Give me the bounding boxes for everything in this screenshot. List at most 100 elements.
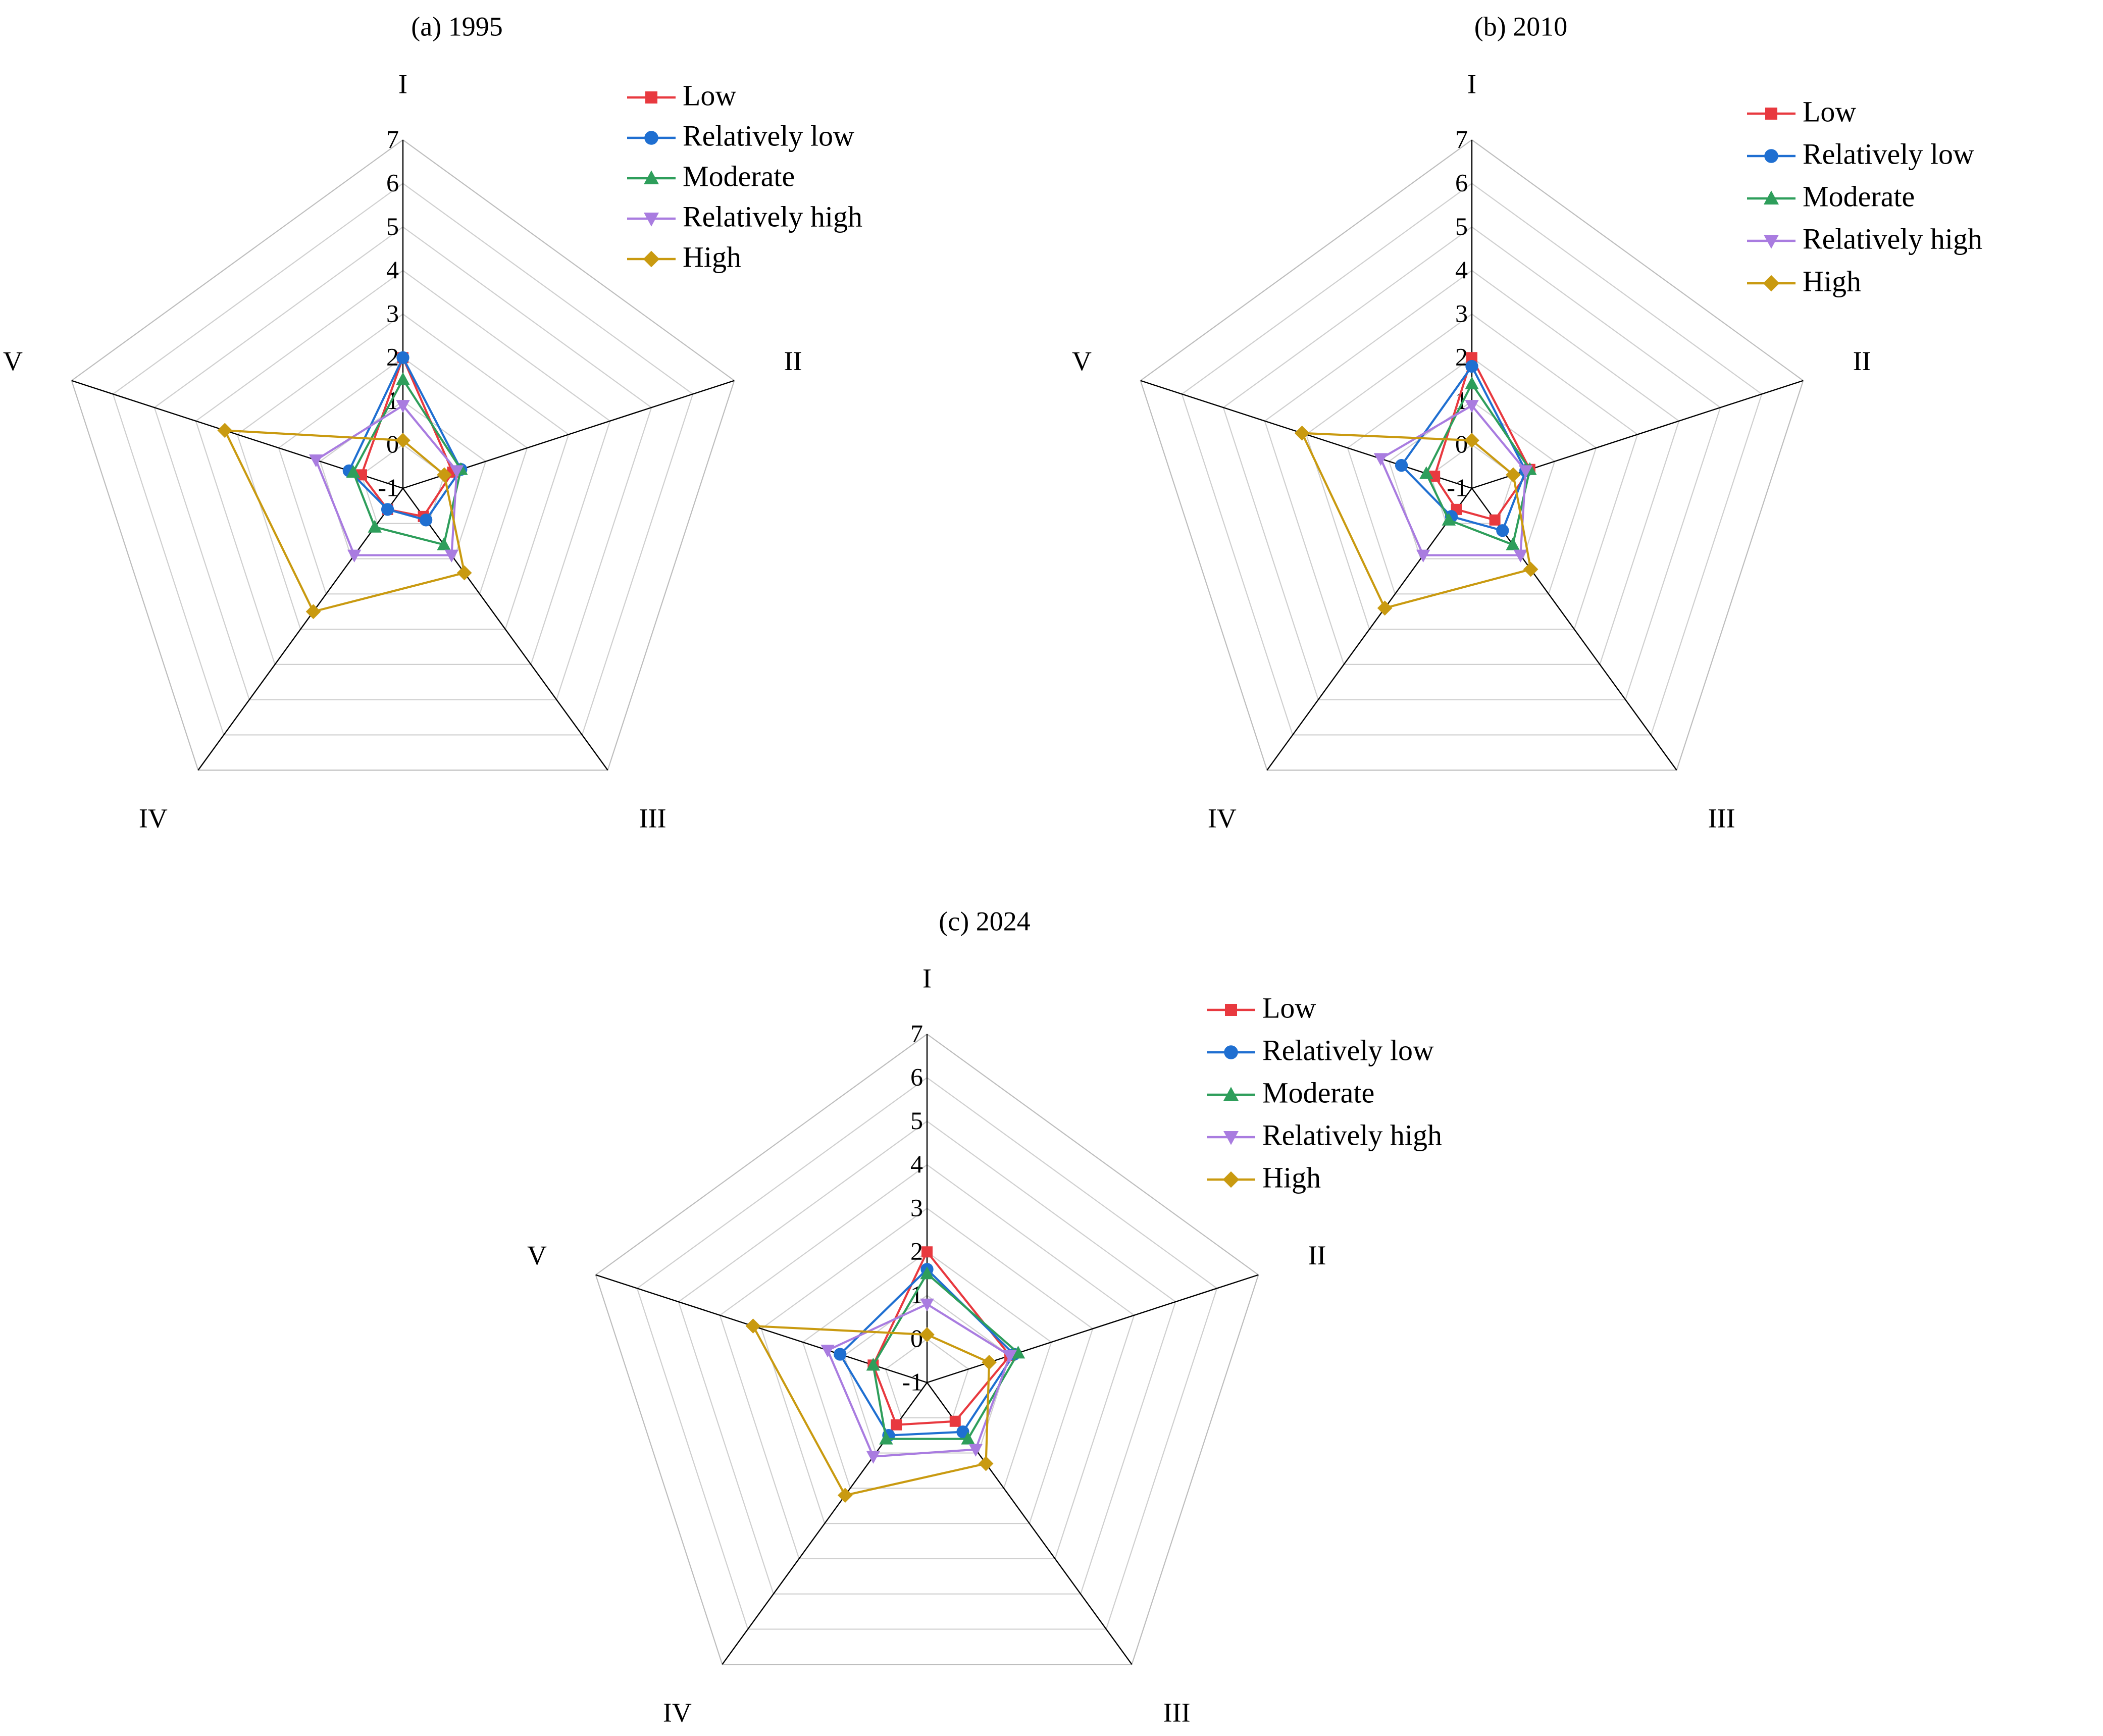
data-point (347, 549, 362, 563)
data-point (396, 400, 410, 413)
series-line (839, 1268, 1015, 1437)
data-point (891, 1419, 902, 1431)
data-point (1465, 376, 1479, 389)
legend-marker (1223, 1087, 1239, 1101)
data-point (956, 1425, 969, 1439)
series-line (872, 1251, 1011, 1426)
chart-title: (c) 2024 (939, 906, 1030, 936)
axis-spoke (402, 488, 608, 771)
tick-label: 6 (1455, 169, 1468, 197)
legend-label: Low (1262, 991, 1316, 1024)
data-point (1464, 433, 1479, 448)
chart-title: (b) 2010 (1474, 11, 1567, 41)
axis-label-III: III (1163, 1697, 1191, 1727)
tick-label: 6 (910, 1063, 923, 1091)
legend-label: Moderate (683, 160, 795, 192)
tick-label: 3 (1455, 299, 1468, 327)
data-point (1003, 1350, 1017, 1363)
legend-marker (1764, 235, 1779, 249)
series-line (1425, 382, 1531, 546)
tick-label: 3 (910, 1193, 923, 1221)
axis-label-II: II (784, 346, 802, 376)
data-point (368, 520, 382, 533)
tick-label: 4 (1455, 256, 1468, 284)
data-point (1518, 465, 1533, 478)
grid-ring (885, 1338, 969, 1418)
data-point (1496, 524, 1509, 537)
grid-ring (595, 1033, 1259, 1665)
legend-marker (643, 250, 660, 268)
data-point (1442, 513, 1456, 526)
legend-marker (644, 131, 658, 145)
legend-marker (1763, 275, 1780, 292)
data-point (456, 565, 472, 581)
data-point (820, 1345, 835, 1358)
legend-label: Relatively low (683, 119, 854, 152)
data-point (879, 1432, 893, 1445)
grid-ring (1181, 182, 1763, 736)
axis-label-IV: IV (139, 803, 168, 833)
data-point (1011, 1346, 1025, 1359)
tick-label: 4 (386, 256, 399, 284)
grid-ring (1140, 139, 1804, 771)
axis-label-V: V (1072, 346, 1092, 376)
data-point (968, 1444, 983, 1457)
data-point (866, 1451, 881, 1464)
data-point (1373, 453, 1388, 466)
axis-spoke (1266, 488, 1472, 771)
grid-ring (636, 1077, 1218, 1630)
legend-label: High (683, 240, 741, 273)
tick-label: 0 (386, 430, 399, 458)
legend-label: Relatively high (683, 200, 862, 233)
grid-ring (278, 356, 528, 595)
tick-label: 7 (1455, 125, 1468, 153)
legend-label: Low (1803, 95, 1856, 128)
axis-label-III: III (639, 803, 666, 833)
grid-ring (319, 400, 487, 559)
legend-marker (1765, 108, 1777, 120)
series-line (1379, 404, 1527, 556)
data-point (982, 1355, 997, 1370)
data-point (978, 1456, 994, 1471)
series-line (872, 1272, 1019, 1440)
axis-label-II: II (1853, 346, 1871, 376)
data-point (1489, 514, 1501, 526)
grid-ring (802, 1251, 1052, 1489)
tick-label: 7 (910, 1019, 923, 1047)
data-point (396, 372, 410, 385)
data-point (1419, 466, 1433, 479)
data-point (449, 465, 464, 478)
data-point (1395, 459, 1408, 472)
data-point (1465, 360, 1478, 373)
tick-label: 5 (386, 212, 399, 240)
grid-ring (1347, 356, 1597, 595)
data-point (1465, 400, 1479, 413)
data-point (1523, 561, 1538, 577)
legend-label: Moderate (1262, 1076, 1374, 1109)
legend-label: Relatively high (1803, 222, 1982, 255)
data-point (921, 1246, 933, 1258)
series-line (348, 356, 462, 521)
data-point (920, 1266, 934, 1280)
axis-label-III: III (1708, 803, 1735, 833)
axis-label-I: I (922, 963, 932, 993)
data-point (305, 604, 321, 620)
axis-label-V: V (3, 346, 23, 376)
legend-label: Relatively low (1803, 137, 1974, 170)
series-line (752, 1324, 991, 1497)
data-point (1416, 549, 1430, 563)
legend-label: Low (683, 79, 736, 112)
legend-marker (1223, 1131, 1239, 1145)
data-point (437, 467, 452, 483)
tick-label: -1 (1447, 473, 1468, 501)
grid-ring (195, 270, 611, 665)
grid-ring (153, 226, 652, 700)
tick-label: 5 (910, 1106, 923, 1135)
series-line (1400, 365, 1527, 532)
grid-ring (71, 139, 735, 771)
axis-label-I: I (398, 69, 407, 99)
series-line (315, 404, 458, 556)
grid-ring (236, 313, 570, 630)
